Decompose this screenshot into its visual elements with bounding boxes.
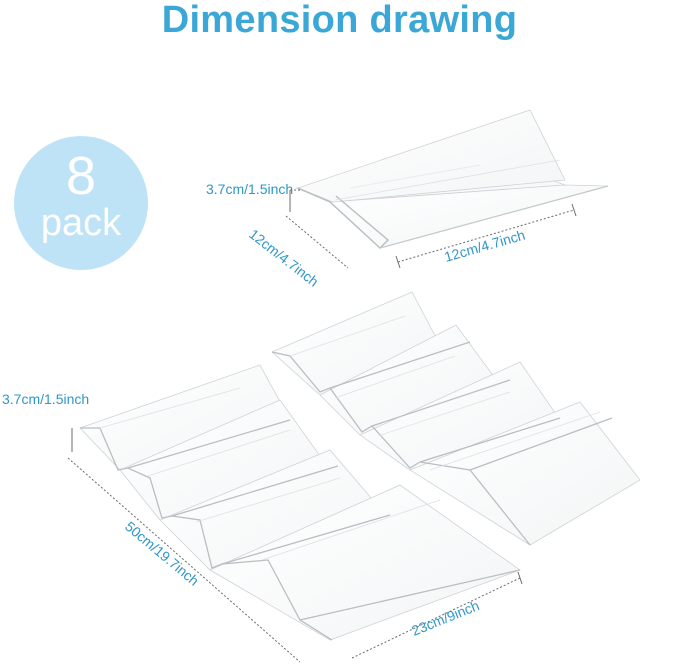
right-riser-4 bbox=[409, 401, 641, 546]
pack-count-word: pack bbox=[40, 202, 122, 244]
set-width-cap-right bbox=[517, 571, 523, 585]
single-riser-surface bbox=[296, 109, 566, 203]
page-title: Dimension drawing bbox=[161, 0, 518, 41]
single-width-label: 12cm/4.7inch bbox=[442, 227, 526, 265]
set-width-dim-line bbox=[351, 577, 521, 659]
right-set-grooves bbox=[289, 315, 601, 471]
single-riser-dimensions bbox=[285, 189, 577, 269]
single-riser-groove bbox=[334, 159, 561, 201]
single-height-label: 3.7cm/1.5inch bbox=[206, 181, 293, 197]
single-riser-highlight bbox=[349, 164, 481, 189]
left-riser-set bbox=[79, 364, 521, 641]
right-set-step-edges bbox=[271, 341, 613, 546]
set-height-label: 3.7cm/1.5inch bbox=[2, 391, 89, 407]
single-width-dim-line bbox=[397, 209, 575, 263]
pack-count-badge: 8 pack bbox=[14, 136, 148, 270]
single-width-cap-right bbox=[571, 203, 577, 217]
single-riser-edge bbox=[379, 185, 609, 249]
single-riser bbox=[295, 109, 609, 249]
right-riser-set bbox=[271, 291, 641, 546]
pack-count-number: 8 bbox=[65, 146, 97, 206]
single-width-cap-left bbox=[395, 255, 401, 269]
left-set-step-edges bbox=[80, 419, 521, 641]
single-depth-dim-line bbox=[285, 215, 349, 269]
set-length-dim-line bbox=[67, 457, 301, 663]
set-dimensions bbox=[67, 428, 523, 663]
single-depth-label: 12cm/4.7inch bbox=[246, 226, 321, 290]
left-set-grooves bbox=[99, 387, 441, 561]
